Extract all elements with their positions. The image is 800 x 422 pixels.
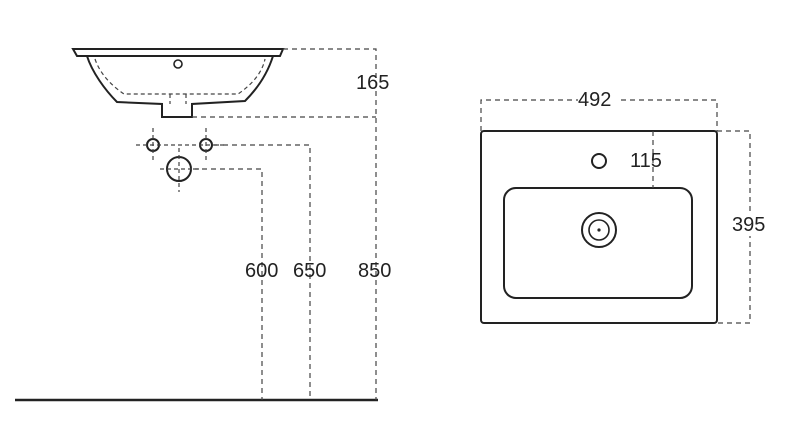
overflow-hole (173, 59, 183, 69)
basin-rim (71, 48, 285, 57)
drain-center (597, 228, 601, 232)
bowl-outline-plan (503, 187, 693, 299)
dim-label-165: 165 (356, 72, 389, 94)
dim-650-lines (214, 144, 311, 400)
side-elevation-view: 165 650 600 850 (15, 48, 391, 402)
basin-outline-plan (480, 130, 718, 324)
dim-600-lines (193, 168, 263, 400)
dim-492-label-bg (578, 88, 620, 110)
dim-label-850: 850 (358, 260, 391, 282)
dim-label-115: 115 (630, 150, 662, 172)
dim-label-600: 600 (245, 260, 278, 282)
plan-view: 492 115 395 (480, 88, 774, 324)
dim-label-395: 395 (732, 214, 765, 236)
basin-bowl-outline (86, 55, 274, 118)
dim-label-650: 650 (293, 260, 326, 282)
dim-label-492: 492 (578, 89, 611, 111)
dim-395-label-bg (730, 212, 774, 236)
dim-165-lines (283, 48, 377, 400)
drain-inner (588, 219, 610, 241)
basin-inner-bowl (94, 58, 266, 95)
drain-outer (581, 212, 617, 248)
tap-hole (591, 153, 607, 169)
